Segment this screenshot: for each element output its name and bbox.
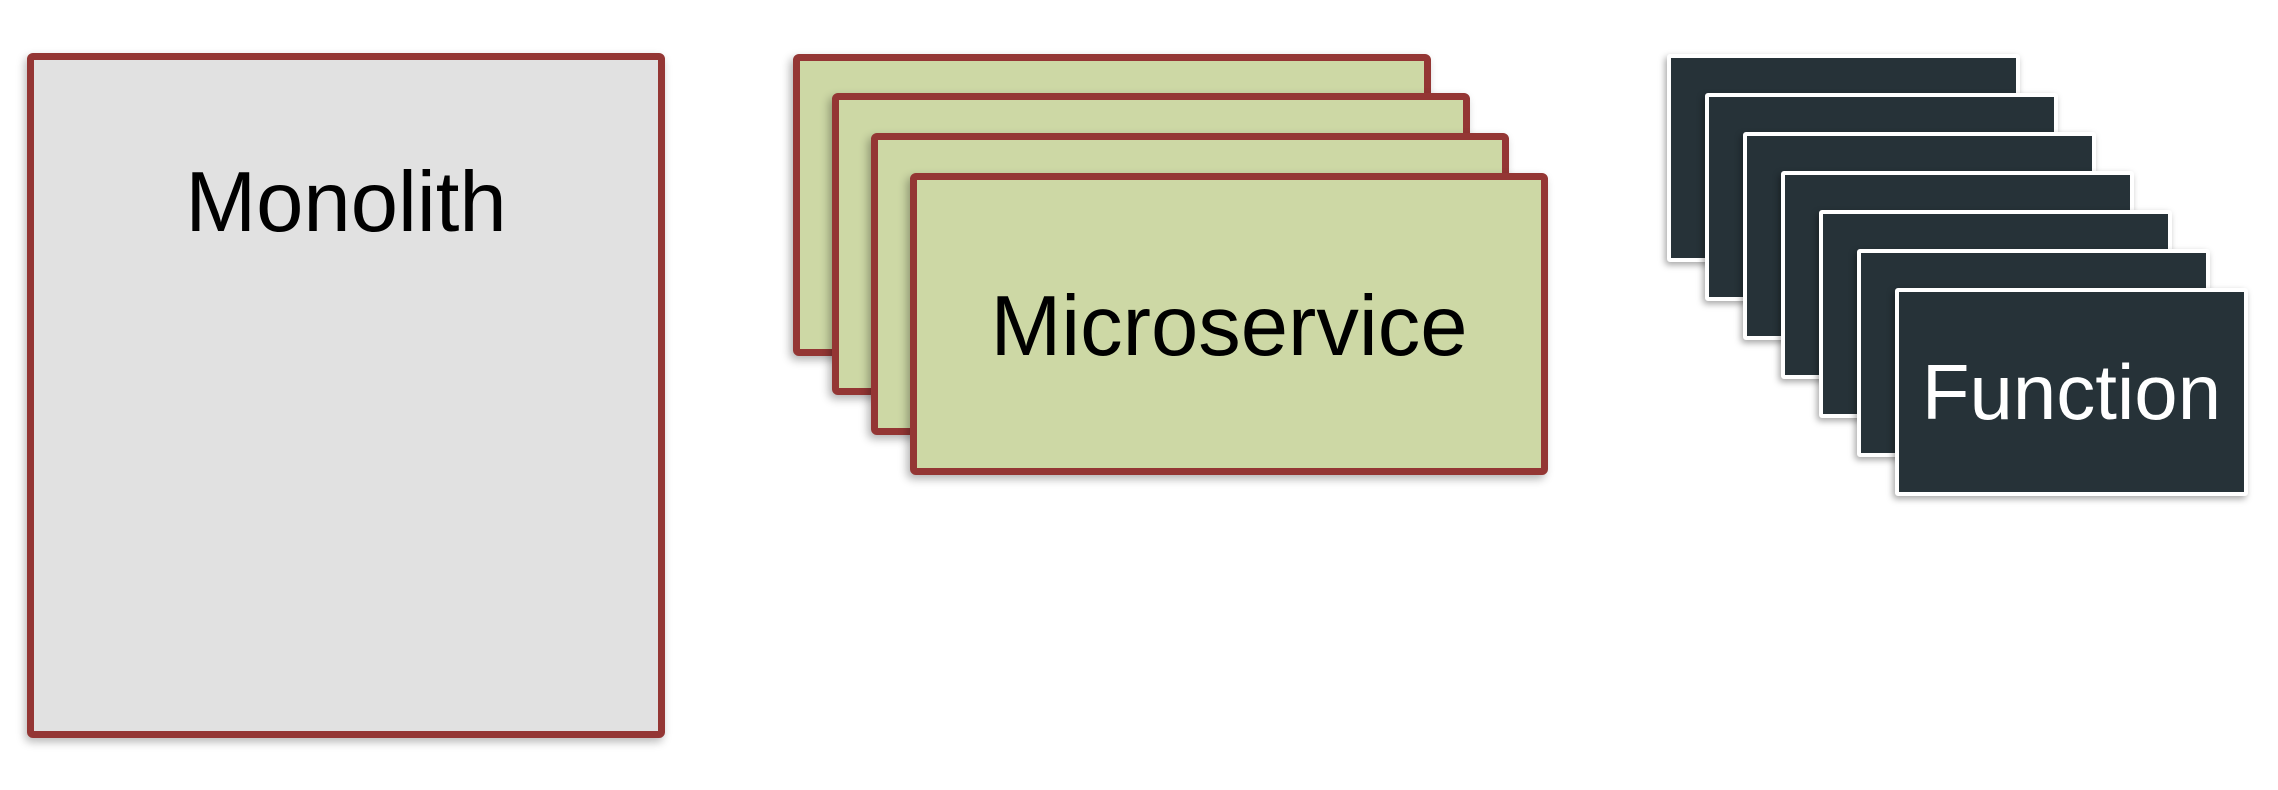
microservice-label: Microservice bbox=[990, 278, 1468, 374]
monolith-label: Monolith bbox=[185, 155, 507, 250]
microservice-box-front: Microservice bbox=[910, 173, 1548, 475]
monolith-box: Monolith bbox=[27, 53, 665, 738]
function-label: Function bbox=[1921, 348, 2222, 436]
function-box-front: Function bbox=[1895, 288, 2248, 496]
